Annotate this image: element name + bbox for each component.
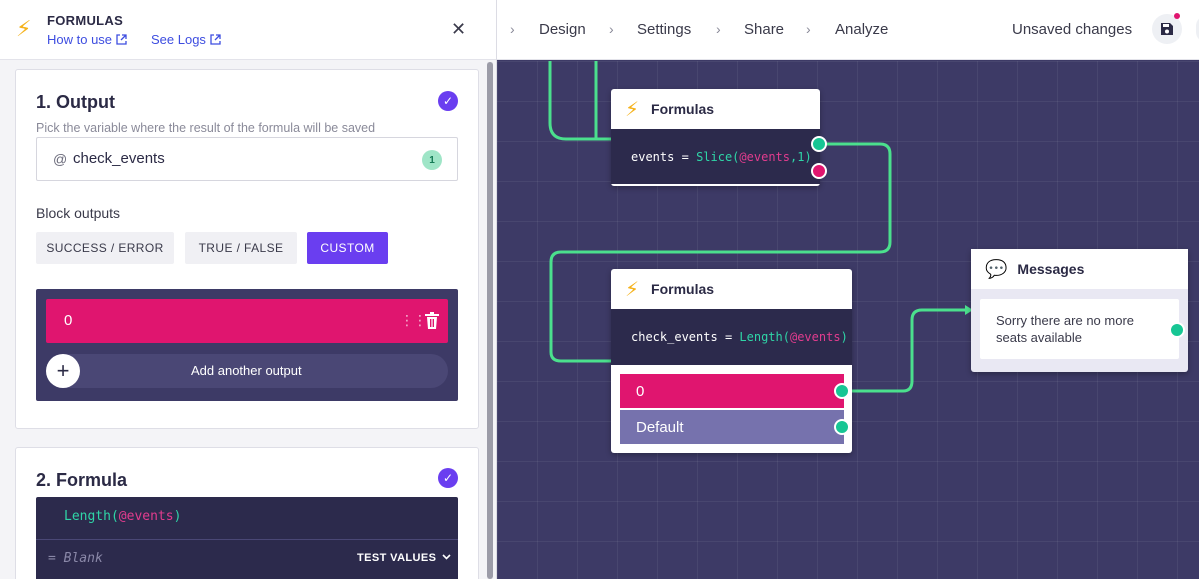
messages-node[interactable]: 💬 Messages Sorry there are no more seats… bbox=[971, 249, 1188, 372]
formulas-node-length[interactable]: ⚡ Formulas check_events = Length( @event… bbox=[611, 269, 852, 453]
formula-code: Length(@events) bbox=[64, 509, 182, 524]
node-output-default[interactable]: Default bbox=[620, 410, 844, 444]
formula-fn: Slice( bbox=[696, 149, 740, 164]
formulas-panel: ⚡ FORMULAS How to use See Logs ✕ 1. Outp… bbox=[0, 0, 497, 579]
output-default-port[interactable] bbox=[834, 419, 850, 435]
plus-icon: + bbox=[46, 354, 80, 388]
wire-top-right bbox=[594, 61, 612, 141]
breadcrumb-separator: › bbox=[806, 21, 811, 37]
success-port[interactable] bbox=[811, 136, 827, 152]
nav-analyze[interactable]: Analyze bbox=[835, 21, 889, 38]
see-logs-link[interactable]: See Logs bbox=[151, 32, 221, 47]
wire-node2-to-messages bbox=[843, 308, 965, 393]
variable-name: check_events bbox=[73, 150, 165, 167]
scrollbar-thumb[interactable] bbox=[487, 62, 493, 579]
custom-outputs-list: 0 ⋮⋮ + Add another output bbox=[36, 289, 458, 401]
bolt-icon: ⚡ bbox=[625, 278, 640, 301]
drag-handle-icon[interactable]: ⋮⋮ bbox=[400, 312, 427, 328]
node-formula: check_events = Length( @events ) bbox=[611, 309, 852, 365]
save-icon bbox=[1161, 23, 1173, 35]
card-title: 1. Output bbox=[36, 92, 115, 112]
formula-result: = Blank bbox=[48, 551, 103, 566]
flow-canvas[interactable]: ⚡ Formulas events = Slice( @events ,1) ⚡… bbox=[497, 61, 1199, 579]
save-button[interactable] bbox=[1152, 14, 1182, 44]
variable-prefix: @ bbox=[53, 151, 68, 167]
formula-var: @events bbox=[789, 330, 841, 344]
formula-op: = bbox=[724, 330, 733, 344]
node-header: 💬 Messages bbox=[971, 249, 1188, 289]
output-label: 0 bbox=[64, 312, 73, 329]
output-0-port[interactable] bbox=[834, 383, 850, 399]
chevron-down-icon bbox=[442, 554, 451, 560]
mode-success-error-button[interactable]: SUCCESS / ERROR bbox=[36, 232, 174, 264]
node-title: Formulas bbox=[651, 101, 715, 117]
breadcrumb-separator: › bbox=[609, 21, 614, 37]
block-outputs-label: Block outputs bbox=[36, 205, 121, 221]
messages-output-port[interactable] bbox=[1169, 322, 1185, 338]
output-hint: Pick the variable where the result of th… bbox=[36, 121, 376, 135]
nav-settings[interactable]: Settings bbox=[637, 21, 692, 38]
mode-custom-button[interactable]: CUSTOM bbox=[307, 232, 388, 264]
wire-top-left bbox=[548, 61, 612, 141]
avatar[interactable] bbox=[1196, 16, 1199, 42]
how-to-use-link[interactable]: How to use bbox=[47, 32, 127, 47]
node-title: Messages bbox=[1017, 261, 1085, 277]
formula-args: ) bbox=[840, 330, 848, 344]
node-formula: events = Slice( @events ,1) bbox=[611, 129, 820, 184]
formula-var: @events bbox=[739, 149, 790, 164]
formula-args: ,1) bbox=[790, 149, 812, 164]
formula-fn: Length( bbox=[739, 330, 790, 344]
divider bbox=[36, 539, 458, 540]
formulas-node-slice[interactable]: ⚡ Formulas events = Slice( @events ,1) bbox=[611, 89, 820, 186]
custom-output-item[interactable]: 0 ⋮⋮ bbox=[46, 299, 448, 343]
formula-lhs: events bbox=[631, 149, 675, 164]
nav-share[interactable]: Share bbox=[744, 21, 785, 38]
check-icon: ✓ bbox=[438, 468, 458, 488]
node-output-0[interactable]: 0 bbox=[620, 374, 844, 408]
formula-card: 2. Formula ✓ Length(@events) = Blank TES… bbox=[15, 447, 479, 579]
chat-bubble-icon: 💬 bbox=[985, 258, 1008, 279]
node-header: ⚡ Formulas bbox=[611, 269, 852, 309]
node-title: Formulas bbox=[651, 281, 715, 297]
wire-arrow bbox=[965, 305, 973, 315]
add-output-label: Add another output bbox=[191, 363, 302, 378]
bolt-icon: ⚡ bbox=[625, 98, 640, 121]
variable-select[interactable]: @ check_events 1 bbox=[36, 137, 458, 181]
close-icon[interactable]: ✕ bbox=[451, 19, 467, 39]
external-link-icon bbox=[116, 34, 127, 45]
output-card: 1. Output ✓ Pick the variable where the … bbox=[15, 69, 479, 429]
formula-lhs: check_events bbox=[631, 330, 718, 344]
bolt-icon: ⚡ bbox=[16, 16, 32, 41]
trash-icon[interactable] bbox=[424, 312, 440, 329]
unsaved-indicator-dot bbox=[1174, 13, 1180, 19]
panel-title: FORMULAS bbox=[47, 13, 124, 28]
top-nav-bar: › Design › Settings › Share › Analyze Un… bbox=[497, 0, 1199, 60]
mode-true-false-button[interactable]: TRUE / FALSE bbox=[185, 232, 297, 264]
formula-editor[interactable]: Length(@events) = Blank TEST VALUES bbox=[36, 497, 458, 579]
nav-design[interactable]: Design bbox=[539, 21, 586, 38]
variable-usage-badge: 1 bbox=[422, 150, 442, 170]
check-icon: ✓ bbox=[438, 91, 458, 111]
panel-header: ⚡ FORMULAS How to use See Logs ✕ bbox=[0, 0, 496, 60]
breadcrumb-separator: › bbox=[510, 21, 515, 37]
external-link-icon bbox=[210, 34, 221, 45]
error-port[interactable] bbox=[811, 163, 827, 179]
breadcrumb-separator: › bbox=[716, 21, 721, 37]
unsaved-changes-label: Unsaved changes bbox=[1012, 21, 1133, 38]
formula-op: = bbox=[681, 149, 689, 164]
wire-node1-to-node2 bbox=[549, 142, 892, 363]
node-header: ⚡ Formulas bbox=[611, 89, 820, 129]
add-output-button[interactable]: + Add another output bbox=[46, 354, 448, 388]
test-values-toggle[interactable]: TEST VALUES bbox=[357, 552, 451, 564]
card-title: 2. Formula bbox=[36, 470, 128, 490]
message-text: Sorry there are no more seats available bbox=[980, 299, 1179, 359]
